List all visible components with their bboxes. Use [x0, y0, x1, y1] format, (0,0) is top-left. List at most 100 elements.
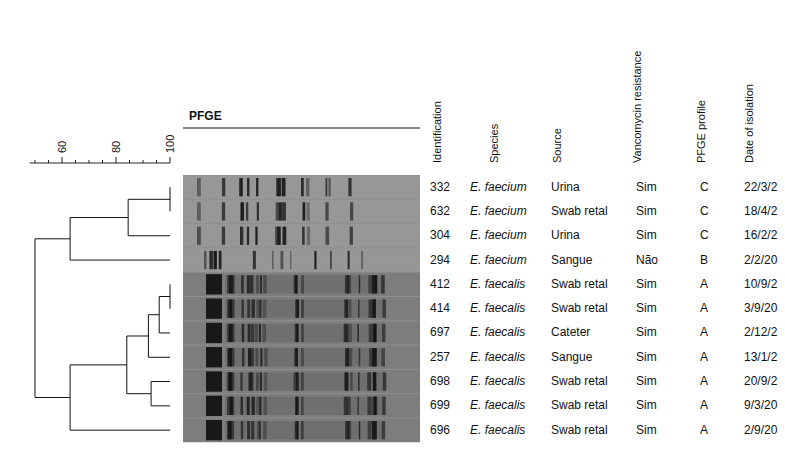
gel-band — [256, 397, 259, 415]
axis-tick — [102, 160, 103, 163]
table-cell: 9/3/20 — [744, 398, 777, 413]
table-cell: E. faecium — [470, 253, 527, 268]
gel-band — [295, 300, 299, 318]
table-cell: 414 — [430, 301, 450, 316]
gel-band — [301, 178, 304, 196]
gel-band — [347, 275, 350, 293]
table-cell: C — [700, 228, 709, 243]
table-cell: Swab retal — [551, 423, 608, 438]
gel-band — [359, 421, 361, 439]
table-cell: Sim — [636, 204, 657, 219]
gel-lane — [183, 321, 420, 344]
table-cell: 632 — [430, 204, 450, 219]
gel-band — [255, 227, 257, 245]
table-cell: 10/9/2 — [744, 277, 777, 292]
dendrogram-branch — [70, 365, 170, 430]
gel-lane — [183, 176, 420, 199]
gel-lane — [183, 370, 420, 393]
table-cell: 294 — [430, 253, 450, 268]
gel-lane — [183, 248, 420, 271]
gel-band — [264, 348, 267, 366]
gel-lane — [183, 419, 420, 442]
gel-band — [381, 348, 385, 366]
gel-band — [257, 202, 259, 220]
axis-value: 60 — [55, 141, 69, 153]
axis-value: 100 — [163, 135, 177, 153]
gel-band — [197, 178, 201, 196]
gel-band — [230, 275, 233, 293]
lane-smear — [225, 372, 385, 390]
table-cell: A — [700, 277, 708, 292]
table-cell: 699 — [430, 398, 450, 413]
gel-band — [348, 178, 351, 196]
gel-band — [231, 397, 235, 415]
dendrogram-branch — [127, 336, 151, 394]
gel-band — [301, 397, 304, 415]
gel-band — [301, 348, 304, 366]
table-cell: Sim — [636, 180, 657, 195]
gel-band — [383, 372, 387, 390]
table-cell: Swab retal — [551, 204, 608, 219]
panel-title: PFGE — [189, 109, 222, 124]
gel-band — [294, 372, 298, 390]
gel-image — [183, 175, 420, 442]
gel-band — [359, 275, 361, 293]
gel-band — [242, 348, 244, 366]
column-header: Date of isolation — [742, 84, 756, 163]
dendrogram-branch — [70, 218, 170, 261]
gel-band — [240, 372, 242, 390]
dendrogram-branch — [128, 199, 170, 235]
axis-tick — [116, 157, 117, 163]
table-cell: 697 — [430, 325, 450, 340]
gel-band — [306, 178, 309, 196]
table-cell: 20/9/2 — [744, 374, 777, 389]
table-cell: 18/4/2 — [744, 204, 777, 219]
table-cell: E. faecium — [470, 204, 527, 219]
gel-lane — [183, 394, 420, 417]
axis-tick — [89, 160, 90, 163]
gel-band — [219, 251, 221, 269]
gel-band — [372, 300, 375, 318]
gel-band — [295, 397, 299, 415]
gel-band — [259, 300, 261, 318]
axis-tick — [143, 160, 144, 163]
gel-band — [252, 300, 255, 318]
gel-band — [296, 397, 299, 415]
table-cell: E. faecalis — [470, 374, 525, 389]
table-cell: E. faecalis — [470, 325, 525, 340]
table-cell: Sim — [636, 228, 657, 243]
gel-band — [256, 300, 259, 318]
table-cell: A — [700, 374, 708, 389]
gel-band — [329, 178, 331, 196]
table-cell: C — [700, 204, 709, 219]
column-header: Source — [550, 128, 564, 163]
gel-band — [346, 372, 349, 390]
gel-band — [241, 275, 243, 293]
gel-lane — [183, 297, 420, 320]
gel-band — [251, 421, 254, 439]
table-cell: Sim — [636, 398, 657, 413]
gel-band — [257, 421, 260, 439]
table-cell: C — [700, 180, 709, 195]
table-cell: 257 — [430, 350, 450, 365]
gel-band — [264, 397, 267, 415]
gel-band — [214, 251, 217, 269]
table-cell: A — [700, 398, 708, 413]
gel-band — [248, 324, 251, 342]
gel-band — [358, 300, 360, 318]
gel-band — [348, 251, 350, 269]
gel-band — [357, 397, 359, 415]
gel-band — [206, 323, 222, 343]
gel-band — [290, 251, 292, 269]
table-cell: A — [700, 350, 708, 365]
lane-ground — [183, 297, 420, 320]
gel-band — [206, 420, 222, 440]
gel-band — [247, 397, 250, 415]
gel-band — [263, 300, 266, 318]
gel-band — [368, 421, 372, 439]
gel-band — [206, 396, 222, 416]
gel-band — [219, 251, 221, 269]
lane-ground — [183, 176, 420, 199]
table-cell: A — [700, 301, 708, 316]
gel-band — [264, 372, 267, 390]
